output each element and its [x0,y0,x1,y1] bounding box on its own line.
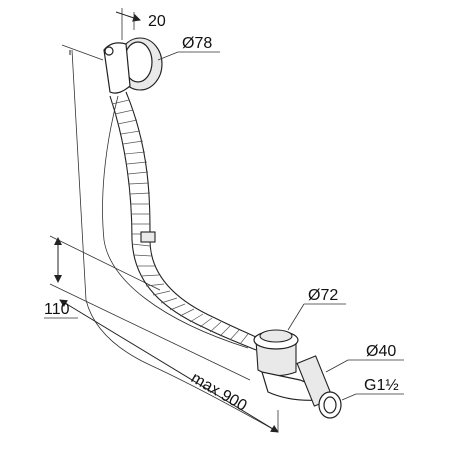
height-extension-bottom [49,283,251,381]
overflow-head [103,8,220,94]
waste-plug-top [259,329,293,343]
waste-leader [287,303,305,331]
overflow-leader [157,51,179,61]
envelope-curve [71,49,279,433]
hose-clip [140,231,156,243]
hose-outer-edge [125,91,263,341]
waste-diameter-label: Ø72 [308,287,338,304]
hose-ribs [111,99,249,345]
waste-valve [253,303,346,377]
outlet-nut-inner [323,396,337,414]
thread-leader [341,393,357,401]
extension-line-top [61,44,104,61]
height-extension-top [49,235,161,291]
max-length-label: max 900 [188,369,250,414]
overflow-offset-label: 20 [148,13,166,30]
pipe-leader [325,359,349,373]
overflow-screw-icon [104,46,114,56]
height-label: 110 [44,301,70,318]
hose-inner-edge [109,95,257,351]
overflow-body [103,42,131,94]
offset-dimension-line [115,11,141,22]
length-dimension [59,44,279,433]
thread-label: G1½ [364,377,399,394]
max-length-dimension-line [59,299,279,433]
pipe-diameter-label: Ø40 [366,343,396,360]
height-dimension [44,235,251,381]
overflow-diameter-label: Ø78 [182,35,212,52]
bowden-cable [102,95,249,349]
corrugated-hose [102,91,263,351]
trap-assembly [261,355,404,419]
